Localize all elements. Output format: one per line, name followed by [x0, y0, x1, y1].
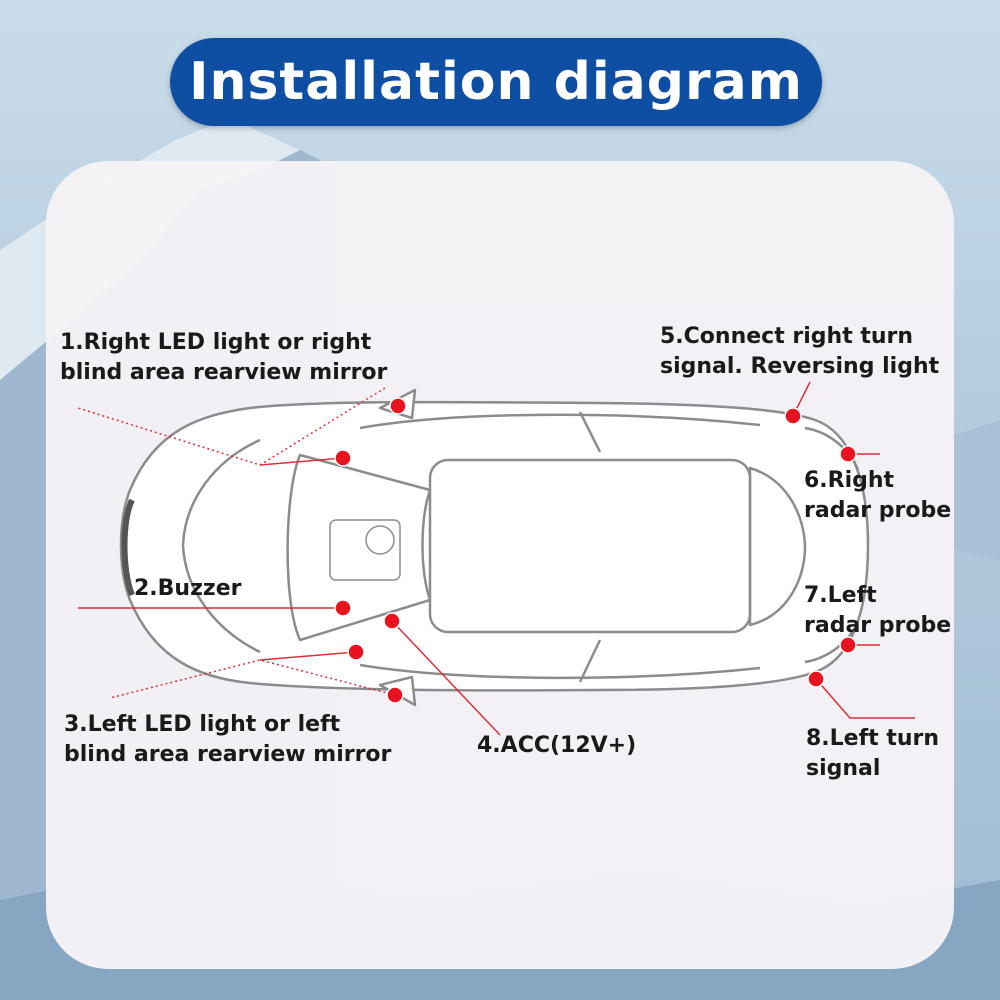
markers [334, 397, 857, 704]
page-title: Installation diagram [189, 52, 803, 112]
label-item3-line1: 3.Left LED light or left [64, 712, 341, 737]
leader-item3-a [109, 659, 396, 699]
label-item7: 7.Left radar probe [804, 581, 951, 641]
label-item8-line1: 8.Left turn [806, 726, 940, 751]
left-door-line [359, 663, 761, 680]
door-split-top [578, 411, 602, 453]
label-item1-line1: 1.Right LED light or right [60, 330, 372, 355]
marker-left-turn [807, 670, 825, 688]
dashboard [329, 519, 401, 581]
label-item6-line2: radar probe [804, 498, 952, 523]
label-item1: 1.Right LED light or right blind area re… [60, 328, 387, 388]
marker-right-radar [839, 445, 857, 463]
leader-lines [77, 381, 915, 736]
door-split-bottom [578, 639, 602, 683]
label-item5-line2: signal. Reversing light [660, 354, 940, 379]
hood-line [181, 438, 261, 654]
label-item1-line2: blind area rearview mirror [60, 360, 388, 385]
sunroof [428, 458, 752, 634]
label-item3-line2: blind area rearview mirror [64, 742, 392, 767]
rear-window [748, 466, 807, 627]
rear-lamp-top [804, 426, 860, 471]
leader-item1-b [259, 457, 344, 466]
car-body [119, 388, 870, 707]
label-item7-line2: radar probe [804, 613, 952, 638]
label-item8: 8.Left turn signal [806, 724, 939, 784]
label-item4-line1: 4.ACC(12V+) [477, 733, 637, 758]
label-item2: 2.Buzzer [134, 574, 241, 604]
marker-right-mirror [389, 397, 407, 415]
windshield [286, 453, 432, 642]
marker-buzzer [334, 599, 352, 617]
steering-wheel [365, 525, 395, 555]
leader-item3-b [259, 651, 357, 661]
front-bumper [121, 498, 135, 597]
label-item2-line1: 2.Buzzer [134, 576, 242, 601]
marker-left-mirror [386, 686, 404, 704]
label-item5-line1: 5.Connect right turn [660, 324, 914, 349]
label-item5: 5.Connect right turn signal. Reversing l… [660, 322, 939, 382]
marker-left-led [347, 643, 365, 661]
label-item4: 4.ACC(12V+) [477, 731, 636, 761]
marker-right-turn [784, 407, 802, 425]
label-item3: 3.Left LED light or left blind area rear… [64, 710, 391, 770]
title-banner: Installation diagram [170, 38, 822, 126]
label-item7-line1: 7.Left [804, 583, 877, 608]
rear-lamp-bottom [804, 621, 860, 664]
marker-left-radar [839, 636, 857, 654]
right-door-line [359, 413, 761, 430]
marker-right-led [334, 449, 352, 467]
label-item6: 6.Right radar probe [804, 466, 951, 526]
label-item8-line2: signal [806, 756, 881, 781]
leader-item8 [815, 678, 915, 719]
marker-acc [383, 612, 401, 630]
leader-item4 [391, 620, 501, 736]
label-item6-line1: 6.Right [804, 468, 895, 493]
